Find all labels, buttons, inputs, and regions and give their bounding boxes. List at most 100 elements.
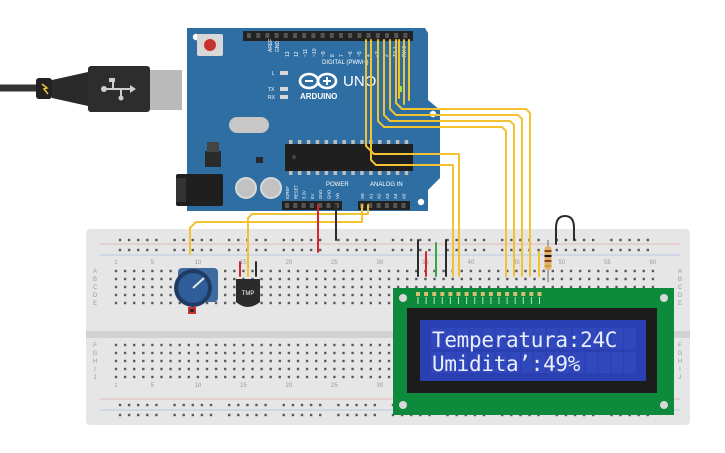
breadboard-hole[interactable] [615, 277, 618, 281]
breadboard-hole[interactable] [342, 285, 345, 289]
breadboard-hole[interactable] [651, 269, 655, 273]
rail-hole[interactable] [182, 238, 185, 242]
breadboard-hole[interactable] [597, 285, 600, 289]
breadboard-hole[interactable] [160, 375, 163, 379]
breadboard-hole[interactable] [123, 269, 127, 273]
header-socket[interactable] [403, 33, 408, 38]
rail-hole[interactable] [337, 238, 340, 242]
breadboard-hole[interactable] [178, 301, 181, 305]
header-socket[interactable] [256, 33, 261, 38]
breadboard-hole[interactable] [542, 277, 545, 281]
breadboard-hole[interactable] [287, 367, 291, 371]
breadboard-hole[interactable] [387, 375, 391, 379]
breadboard-hole[interactable] [296, 375, 300, 379]
breadboard-hole[interactable] [451, 285, 454, 289]
breadboard-hole[interactable] [114, 343, 118, 347]
rail-hole[interactable] [628, 238, 631, 242]
rail-hole[interactable] [264, 238, 267, 242]
breadboard-hole[interactable] [387, 343, 391, 347]
breadboard-hole[interactable] [169, 285, 172, 289]
breadboard-hole[interactable] [506, 269, 509, 273]
breadboard-hole[interactable] [360, 301, 363, 305]
breadboard-hole[interactable] [378, 277, 382, 281]
breadboard-hole[interactable] [142, 301, 145, 305]
breadboard-hole[interactable] [487, 285, 491, 289]
breadboard-hole[interactable] [251, 351, 254, 355]
breadboard-hole[interactable] [114, 269, 118, 273]
breadboard-hole[interactable] [624, 277, 627, 281]
header-socket[interactable] [394, 33, 399, 38]
breadboard-hole[interactable] [360, 367, 363, 371]
breadboard-hole[interactable] [205, 343, 209, 347]
breadboard-hole[interactable] [305, 375, 309, 379]
rail-hole[interactable] [146, 403, 149, 407]
breadboard-hole[interactable] [315, 343, 318, 347]
breadboard-hole[interactable] [533, 285, 536, 289]
power-socket[interactable] [293, 203, 298, 208]
breadboard-hole[interactable] [315, 285, 318, 289]
breadboard-hole[interactable] [369, 367, 372, 371]
power-socket[interactable] [326, 203, 331, 208]
digital-pin-sockets[interactable] [247, 33, 408, 38]
rail-hole[interactable] [127, 403, 131, 407]
rail-hole[interactable] [191, 248, 194, 252]
breadboard-hole[interactable] [305, 351, 309, 355]
breadboard-hole[interactable] [214, 301, 218, 305]
breadboard-hole[interactable] [305, 367, 309, 371]
lcd-pin[interactable] [513, 292, 518, 296]
breadboard-hole[interactable] [469, 285, 473, 289]
analog-socket[interactable] [368, 203, 373, 208]
breadboard-hole[interactable] [269, 293, 272, 297]
breadboard-hole[interactable] [133, 293, 136, 297]
rail-hole[interactable] [255, 248, 258, 252]
breadboard-hole[interactable] [142, 359, 145, 363]
breadboard-hole[interactable] [224, 375, 227, 379]
header-socket[interactable] [247, 33, 251, 38]
rail-hole[interactable] [282, 238, 285, 242]
breadboard-hole[interactable] [642, 277, 645, 281]
breadboard-hole[interactable] [133, 375, 136, 379]
breadboard-hole[interactable] [515, 285, 518, 289]
breadboard-hole[interactable] [369, 277, 372, 281]
breadboard-hole[interactable] [151, 269, 154, 273]
breadboard-hole[interactable] [497, 269, 500, 273]
rail-hole[interactable] [346, 413, 349, 417]
breadboard-hole[interactable] [387, 277, 391, 281]
breadboard-hole[interactable] [242, 375, 245, 379]
rail-hole[interactable] [319, 413, 322, 417]
rail-hole[interactable] [473, 238, 477, 242]
breadboard-hole[interactable] [360, 269, 363, 273]
breadboard-hole[interactable] [415, 277, 418, 281]
breadboard-hole[interactable] [278, 285, 281, 289]
breadboard-hole[interactable] [369, 293, 372, 297]
breadboard-hole[interactable] [178, 351, 181, 355]
rail-hole[interactable] [127, 413, 131, 417]
breadboard-hole[interactable] [315, 277, 318, 281]
wire-lcd-en[interactable] [370, 39, 454, 277]
rail-hole[interactable] [155, 403, 158, 407]
breadboard-hole[interactable] [123, 301, 127, 305]
breadboard-hole[interactable] [588, 269, 591, 273]
breadboard-hole[interactable] [342, 301, 345, 305]
breadboard-hole[interactable] [123, 277, 127, 281]
breadboard-hole[interactable] [196, 375, 200, 379]
rail-hole[interactable] [173, 413, 176, 417]
rail-hole[interactable] [200, 413, 204, 417]
rail-hole[interactable] [155, 413, 158, 417]
breadboard-hole[interactable] [551, 277, 554, 281]
breadboard-hole[interactable] [169, 351, 172, 355]
breadboard-hole[interactable] [305, 277, 309, 281]
breadboard-hole[interactable] [606, 277, 609, 281]
breadboard-hole[interactable] [242, 351, 245, 355]
rail-hole[interactable] [364, 238, 367, 242]
breadboard-hole[interactable] [196, 343, 200, 347]
breadboard-hole[interactable] [506, 285, 509, 289]
rail-hole[interactable] [501, 248, 504, 252]
breadboard-hole[interactable] [133, 277, 136, 281]
breadboard-hole[interactable] [224, 343, 227, 347]
rail-hole[interactable] [400, 248, 404, 252]
breadboard-hole[interactable] [123, 293, 127, 297]
breadboard-hole[interactable] [378, 367, 382, 371]
wire-lcd-d5[interactable] [383, 39, 515, 277]
rail-hole[interactable] [237, 403, 240, 407]
